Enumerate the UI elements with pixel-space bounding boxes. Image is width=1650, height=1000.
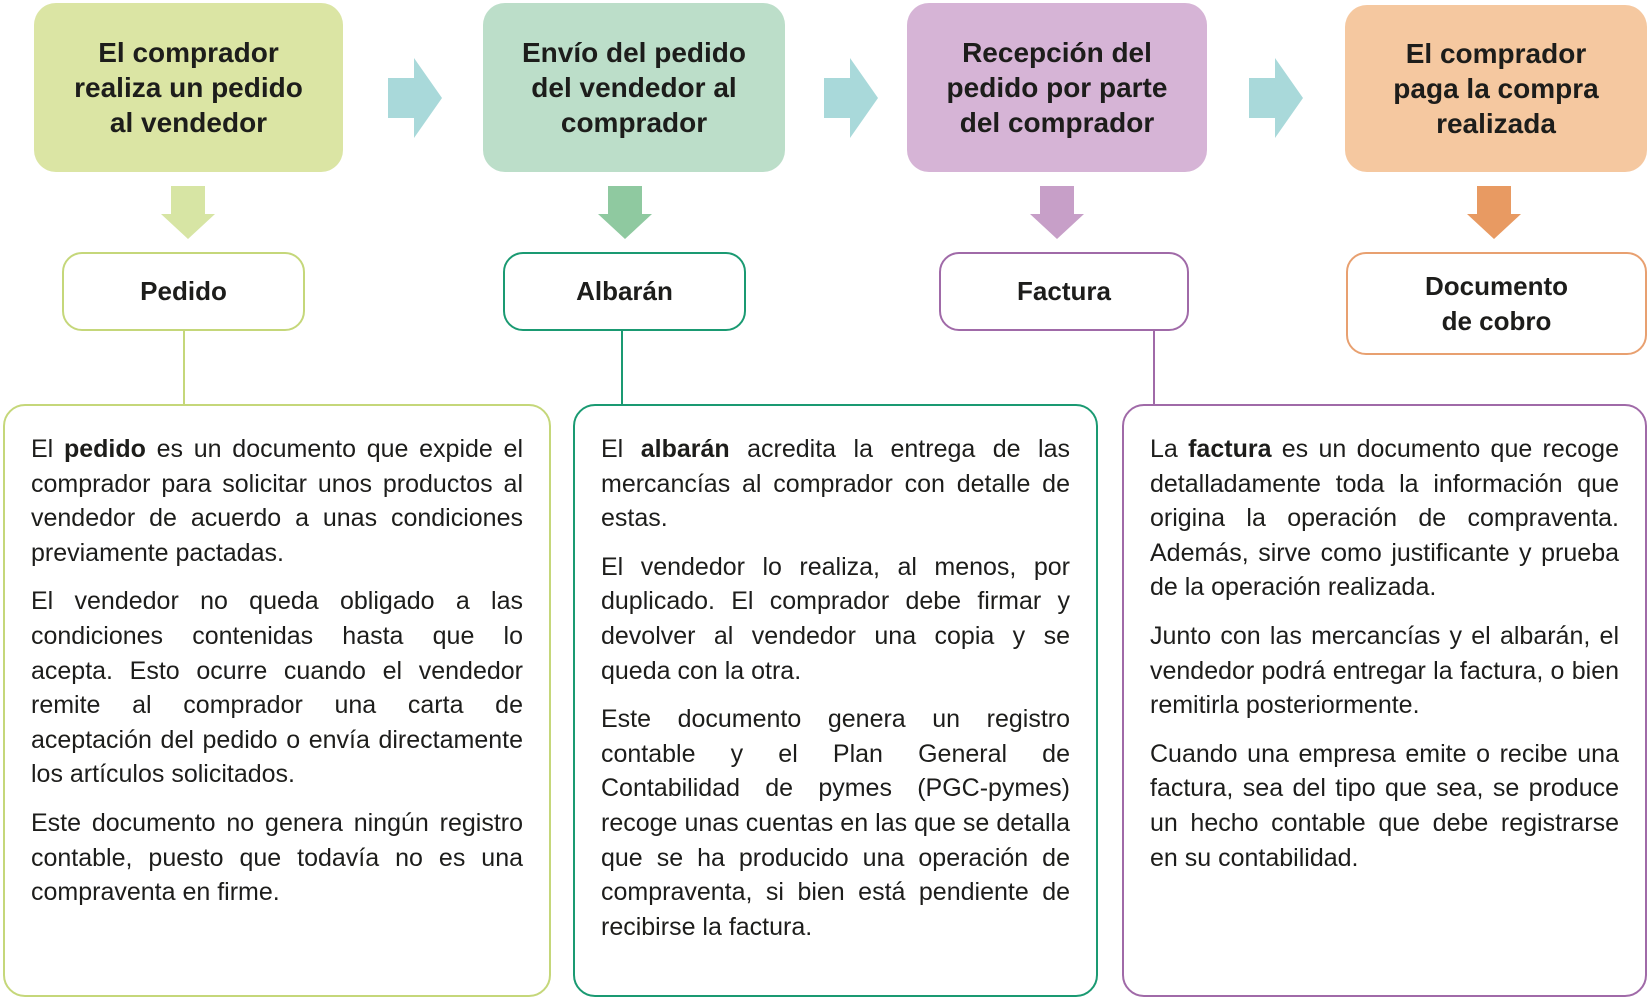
document-label: Factura [1017,276,1111,306]
document-factura: Factura [939,252,1189,331]
card-paragraph: Junto con las mercancías y el albarán, e… [1150,621,1619,720]
arrow-down-icon [598,186,652,239]
step-4-box: El comprador paga la compra realizada [1345,5,1647,172]
arrow-down-icon [1030,186,1084,239]
connector-line [1153,331,1155,405]
card-pedido: El pedido es un documento que expide el … [3,404,551,997]
connector-line [621,331,623,405]
step-1-box: El comprador realiza un pedido al vended… [34,3,343,172]
text: La [1150,435,1189,463]
card-paragraph: El vendedor no queda obligado a las cond… [31,587,523,789]
card-albaran: El albarán acredita la entrega de las me… [573,404,1098,997]
arrow-down-icon [161,186,215,239]
step-3-title: Recepción del pedido por parte del compr… [946,37,1168,138]
document-cobro: Documento de cobro [1346,252,1647,355]
bold-term: albarán [640,435,730,463]
document-label: Albarán [576,276,673,306]
text: es un documento que recoge detalladament… [1150,435,1619,602]
card-paragraph: Este documento no genera ningún registro… [31,808,523,907]
bold-term: pedido [63,435,146,463]
arrow-right-icon [824,58,878,138]
step-2-title: Envío del pedido del vendedor al comprad… [521,37,746,138]
document-pedido: Pedido [62,252,305,331]
document-label: Pedido [140,276,227,306]
text: es un documento que expide el comprador … [31,435,523,567]
arrow-right-icon [388,58,442,138]
card-paragraph: Este documento genera un registro contab… [601,705,1070,941]
card-paragraph: El pedido es un documento que expide el … [31,432,523,570]
card-paragraph: El vendedor lo realiza, al menos, por du… [601,552,1070,685]
step-1-title: El comprador realiza un pedido al vended… [74,37,303,138]
card-paragraph: Cuando una empresa emite o recibe una fa… [1150,739,1619,872]
card-paragraph: El albarán acredita la entrega de las me… [601,432,1070,536]
connector-line [183,331,185,405]
arrow-right-icon [1249,58,1303,138]
step-2-box: Envío del pedido del vendedor al comprad… [483,3,785,172]
text: acredita la entrega de las mercancías al… [601,435,1070,533]
document-albaran: Albarán [503,252,746,331]
card-paragraph: La factura es un documento que recoge de… [1150,432,1619,605]
step-4-title: El comprador paga la compra realizada [1393,38,1599,139]
step-3-box: Recepción del pedido por parte del compr… [907,3,1207,172]
bold-term: factura [1188,435,1272,463]
document-label: Documento de cobro [1425,270,1568,336]
card-factura: La factura es un documento que recoge de… [1122,404,1647,997]
text: El [31,435,64,463]
text: El [601,435,641,463]
arrow-down-icon [1467,186,1521,239]
